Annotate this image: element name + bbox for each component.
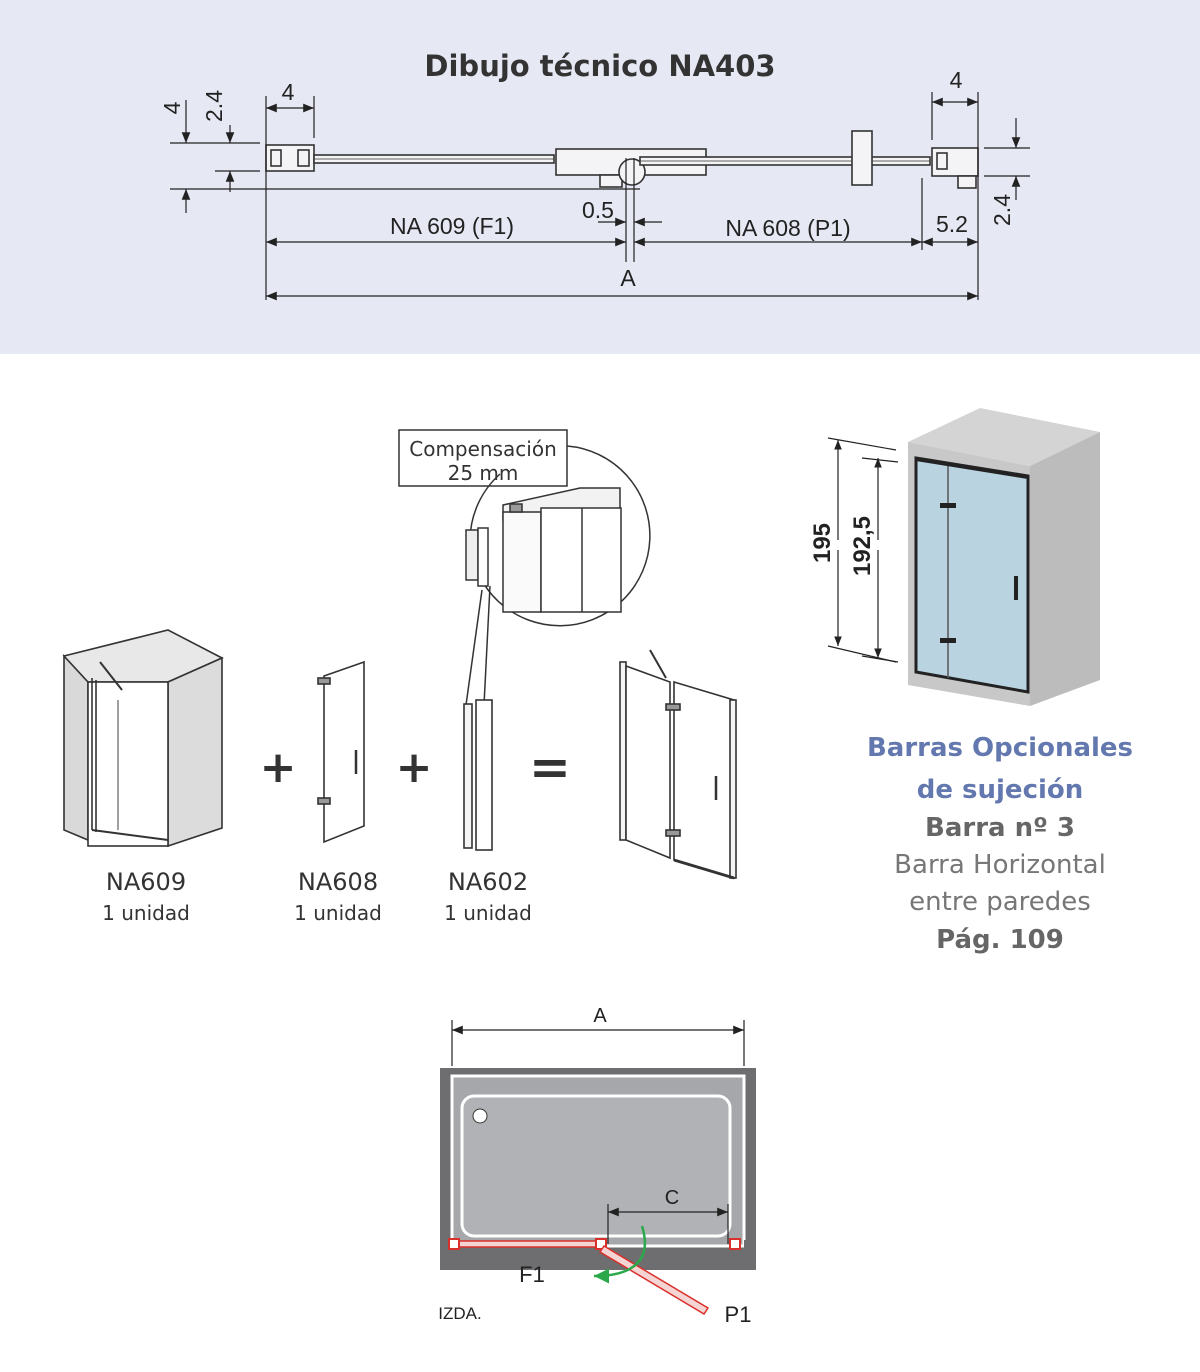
detail-magnifier [465, 445, 651, 706]
dim-left-4b: 4 [159, 101, 185, 114]
compensation-value: 25 mm [448, 461, 519, 485]
dimension-lines [170, 92, 1030, 301]
na602-code: NA602 [448, 868, 528, 896]
shower-enclosure [908, 408, 1100, 706]
dim-f1: NA 609 (F1) [390, 213, 514, 239]
na609-drawing [62, 629, 224, 848]
na608-qty: 1 unidad [294, 901, 382, 925]
plan-label-a: A [593, 1005, 607, 1027]
compensation-label: Compensación [409, 437, 557, 461]
plus-2: + [396, 742, 433, 793]
na602-qty: 1 unidad [444, 901, 532, 925]
dim-a-mid: A [620, 265, 636, 291]
profile-drawing [265, 130, 979, 189]
plan-view: A C F1 P1 IZDA. [438, 1005, 756, 1327]
plan-label-side: IZDA. [438, 1304, 481, 1323]
na609-qty: 1 unidad [102, 901, 190, 925]
bar-number: Barra nº 3 [925, 813, 1075, 843]
plan-label-f1: F1 [519, 1262, 545, 1287]
height-192-5: 192,5 [849, 516, 876, 576]
dim-gap: 0.5 [582, 197, 614, 223]
na608-drawing [317, 660, 365, 844]
na608-code: NA608 [298, 868, 378, 896]
shower-tray [440, 1068, 756, 1270]
plan-dim-c [607, 1204, 729, 1244]
na609-code: NA609 [106, 868, 186, 896]
compensation-callout [398, 429, 568, 487]
glass-panels [448, 1225, 741, 1316]
bar-description-2: entre paredes [909, 887, 1091, 917]
height-195: 195 [809, 523, 836, 563]
technical-drawing: Dibujo técnico NA403 [159, 49, 1030, 301]
optional-bars-info: Barras Opcionales de sujeción Barra nº 3… [867, 733, 1133, 955]
height-dims [827, 437, 899, 663]
dim-right-2-4: 2.4 [989, 194, 1015, 226]
total-a-label: A [608, 262, 648, 292]
dim-right-4: 4 [950, 67, 963, 93]
shower-height-illustration: 195 192,5 [809, 408, 1100, 706]
plus-1: + [260, 742, 297, 793]
optional-bars-title-1: Barras Opcionales [867, 733, 1133, 763]
page-reference: Pág. 109 [936, 925, 1064, 955]
kit-assembly: Compensación 25 mm + + [62, 429, 737, 925]
dim-end: 5.2 [936, 211, 968, 237]
plan-label-p1: P1 [725, 1302, 752, 1327]
optional-bars-title-2: de sujeción [917, 775, 1084, 805]
equals-sign: = [529, 738, 571, 796]
dim-left-2-4: 2.4 [201, 90, 227, 122]
bar-description-1: Barra Horizontal [894, 850, 1106, 880]
plan-label-c: C [665, 1187, 679, 1209]
na602-drawing [463, 699, 493, 851]
dim-p1: NA 608 (P1) [725, 215, 850, 241]
plan-dims [451, 1020, 745, 1066]
drawing-title: Dibujo técnico NA403 [424, 49, 775, 83]
assembled-drawing [619, 649, 737, 880]
dim-left-4: 4 [282, 79, 295, 105]
